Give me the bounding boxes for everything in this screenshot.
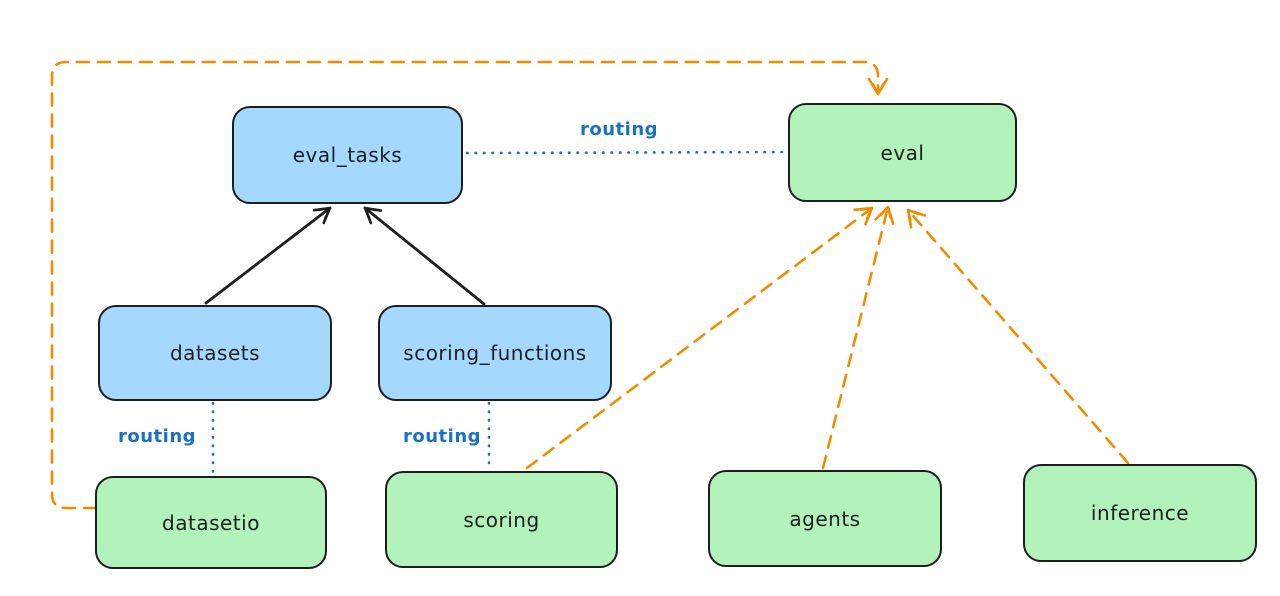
routing-label-datasets-datasetio: routing bbox=[118, 426, 197, 447]
node-agents-label: agents bbox=[789, 506, 861, 531]
edge-inference-to-eval bbox=[906, 208, 1130, 465]
node-agents: agents bbox=[708, 470, 942, 567]
routing-label-scoring-functions-scoring: routing bbox=[403, 426, 482, 447]
edge-datasets-to-eval-tasks bbox=[204, 206, 332, 305]
node-scoring: scoring bbox=[385, 471, 618, 568]
edge-scoring-functions-to-eval-tasks bbox=[363, 206, 486, 306]
node-scoring-functions-label: scoring_functions bbox=[403, 341, 587, 365]
edge-eval-tasks-to-eval-routing bbox=[465, 150, 786, 155]
node-datasets-label: datasets bbox=[169, 341, 261, 365]
node-scoring-functions: scoring_functions bbox=[378, 305, 612, 401]
edge-agents-to-eval bbox=[821, 205, 895, 470]
node-datasetio-label: datasetio bbox=[162, 510, 260, 535]
node-eval: eval bbox=[788, 103, 1017, 202]
node-scoring-label: scoring bbox=[463, 507, 540, 532]
node-inference: inference bbox=[1023, 464, 1257, 562]
node-inference-label: inference bbox=[1090, 501, 1190, 525]
node-datasetio: datasetio bbox=[95, 476, 327, 569]
node-eval-label: eval bbox=[880, 140, 925, 165]
node-eval-tasks-label: eval_tasks bbox=[292, 143, 403, 167]
node-datasets: datasets bbox=[98, 305, 332, 401]
routing-label-eval-tasks-eval: routing bbox=[580, 119, 659, 140]
node-eval-tasks: eval_tasks bbox=[232, 106, 463, 204]
